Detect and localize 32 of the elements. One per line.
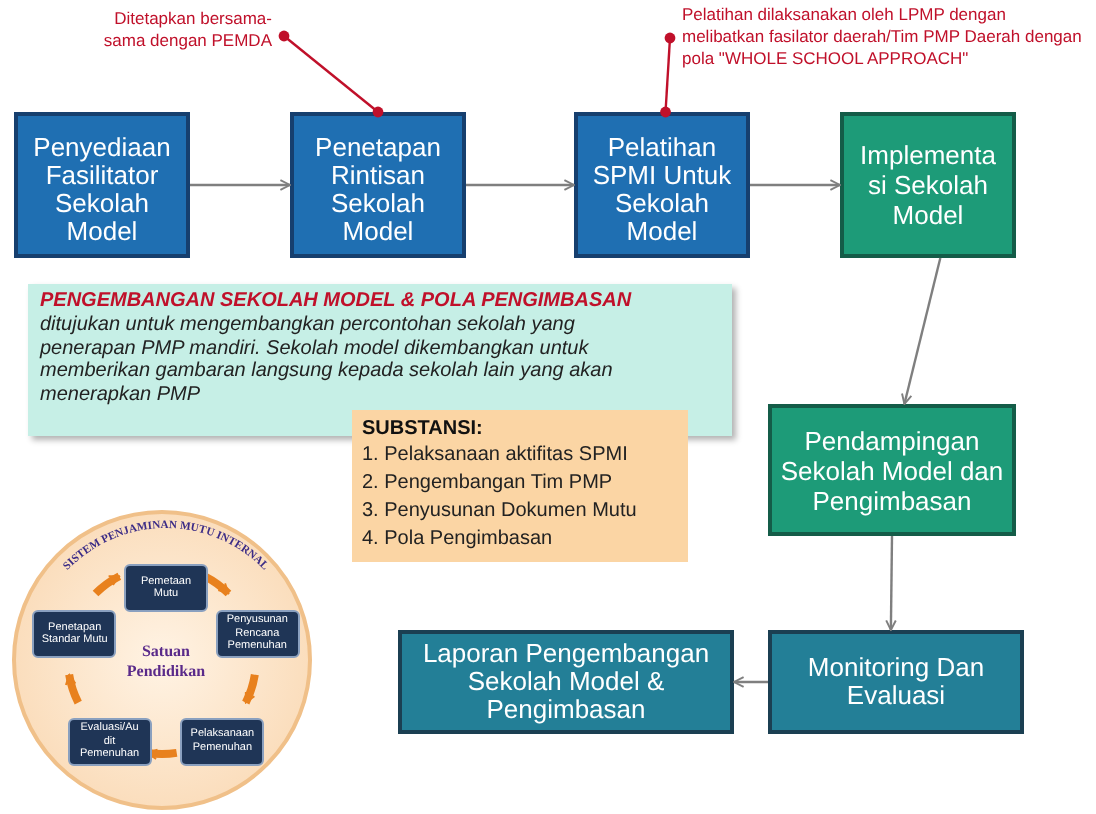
- cycle-arrow: [65, 673, 82, 705]
- list-heading: SUBSTANSI:: [362, 416, 485, 442]
- center-label: Satuan Pendidikan: [124, 642, 208, 682]
- arrow: [190, 179, 291, 191]
- arrow: [885, 536, 897, 631]
- cycle-arrow: [92, 572, 122, 597]
- arrow: [901, 257, 942, 405]
- list-item: 2. Pengembangan Tim PMP: [362, 470, 615, 498]
- note-text: Pelatihan dilaksanakan oleh LPMP dengan melibatkan fasilator daerah/Tim PMP Daerah dengan pola "WHOLE SCHOOL APPROACH": [670, 4, 1090, 72]
- list-item: 4. Pola Pengimbasan: [362, 526, 555, 554]
- process-box: Pelatihan SPMI Untuk Sekolah Model: [574, 112, 750, 258]
- cycle-arrow: [202, 572, 232, 597]
- process-box: Laporan Pengembangan Sekolah Model & Pengimbasan: [398, 630, 734, 734]
- process-box: Monitoring Dan Evaluasi: [768, 630, 1024, 734]
- leader-line: [278, 30, 384, 118]
- note-text: Ditetapkan bersama-sama dengan PEMDA: [100, 8, 284, 64]
- arrow: [733, 676, 768, 688]
- cycle-arrow: [146, 748, 178, 760]
- panel-body: ditujukan untuk mengembangkan percontohan sekolah yang penerapan PMP mandiri. Sekolah model dikembangkan untuk memberikan gambaran langsung kepada sekolah lain yang akan menerapkan PMP: [40, 314, 615, 406]
- info-panel: [28, 284, 732, 436]
- arrow: [750, 179, 841, 191]
- process-box: Pendampingan Sekolah Model dan Pengimbasan: [768, 404, 1016, 536]
- process-box: Penetapan Rintisan Sekolah Model: [290, 112, 466, 258]
- list-panel: [352, 410, 688, 562]
- panel-heading: PENGEMBANGAN SEKOLAH MODEL & POLA PENGIMBASAN: [40, 290, 634, 314]
- process-box: Implementa si Sekolah Model: [840, 112, 1016, 258]
- list-item: 3. Penyusunan Dokumen Mutu: [362, 498, 639, 526]
- arrow: [466, 179, 575, 191]
- cycle-arrow: [242, 673, 259, 705]
- list-item: 1. Pelaksanaan aktifitas SPMI: [362, 442, 630, 470]
- leader-line: [660, 32, 676, 118]
- process-box: Penyediaan Fasilitator Sekolah Model: [14, 112, 190, 258]
